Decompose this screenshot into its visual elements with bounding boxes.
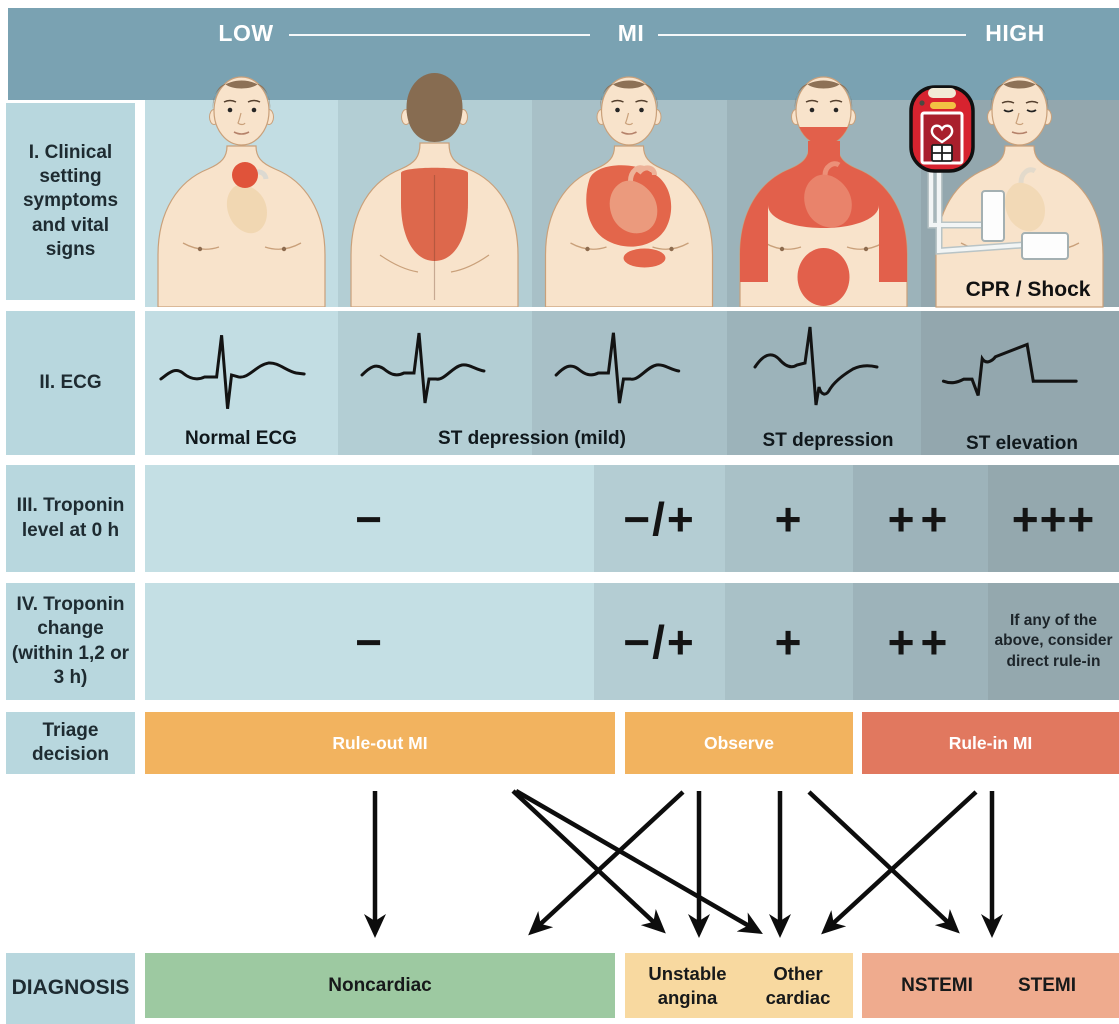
- arrow-rulein-othercardiac: [821, 790, 978, 935]
- patient-figure-back-pain: [350, 73, 519, 307]
- troponin-change-cell-pos: +: [725, 583, 853, 700]
- patient-figure-diffuse-pain: [739, 76, 908, 307]
- diagnosis-label-other-cardiac: Other cardiac: [765, 963, 831, 1008]
- row-label-troponin0: III. Troponin level at 0 h: [6, 465, 135, 572]
- troponin-change-note: If any of the above, consider direct rul…: [988, 583, 1119, 700]
- diagnosis-label-unstable-angina: Unstable angina: [648, 963, 727, 1008]
- ecg-caption-st-depression: ST depression: [762, 430, 894, 451]
- troponin-change-cell-negpos: −/+: [594, 583, 725, 700]
- triage-box-ruleout: Rule-out MI: [145, 712, 615, 774]
- ecg-trace-normal: [159, 335, 306, 409]
- diagnosis-box-nstemi-stemi: NSTEMI STEMI: [862, 953, 1119, 1018]
- troponin0-cell-negpos: −/+: [594, 465, 725, 572]
- ecg-trace-st-depression: [753, 326, 879, 406]
- troponin0-cell-pospospos: +++: [988, 465, 1119, 572]
- row-label-troponin-change: IV. Troponin change (within 1,2 or 3 h): [6, 583, 135, 700]
- patient-figure-mild-symptoms: [157, 76, 326, 307]
- troponin0-cell-pospos: ++: [853, 465, 988, 572]
- ecg-cell-3: [532, 311, 727, 455]
- pain-area-back: [401, 167, 468, 261]
- pain-area-small: [232, 162, 258, 188]
- troponin-change-cell-pospos: ++: [853, 583, 988, 700]
- defib-wires: [927, 159, 1024, 255]
- patient-figure-chest-pain: [544, 76, 714, 307]
- diagnosis-label-stemi: STEMI: [1017, 974, 1077, 996]
- defib-pad-lower: [1021, 232, 1069, 260]
- row-label-ecg: II. ECG: [6, 311, 135, 455]
- aed-icon: [909, 85, 975, 173]
- heart-icon: [930, 124, 954, 144]
- heart-icon: [804, 161, 852, 228]
- row-label-clinical: I. Clinical setting symptoms and vital s…: [6, 103, 135, 300]
- diagnosis-label-nstemi: NSTEMI: [901, 974, 973, 996]
- ecg-caption-st-elevation: ST elevation: [966, 433, 1078, 454]
- arrow-ruleout-othercardiac: [514, 789, 763, 935]
- defib-pad-upper: [981, 190, 1005, 242]
- ecg-trace-st-depression-mild-b: [554, 332, 681, 404]
- risk-label-low: LOW: [218, 20, 274, 46]
- diagnosis-box-noncardiac: Noncardiac: [145, 953, 615, 1018]
- ecg-cell-2: [338, 311, 532, 455]
- hair: [212, 80, 271, 109]
- arrow-observe-nstemi: [807, 790, 960, 934]
- row-label-triage: Triage decision: [6, 712, 135, 774]
- troponin-change-cell-neg: −: [145, 583, 594, 700]
- header-line-right: [658, 34, 966, 36]
- triage-box-rulein: Rule-in MI: [862, 712, 1119, 774]
- troponin0-cell-neg: −: [145, 465, 594, 572]
- risk-label-mi: MI: [617, 20, 645, 46]
- ecg-caption-st-depression-mild: ST depression (mild): [438, 428, 626, 449]
- faint-heart-icon: [1005, 167, 1045, 232]
- ecg-trace-st-elevation: [941, 342, 1078, 397]
- risk-header-band: [8, 8, 1119, 100]
- heart-icon: [609, 165, 658, 234]
- cpr-shock-label: CPR / Shock: [965, 278, 1091, 301]
- ecg-cell-4: [727, 311, 921, 455]
- risk-label-high: HIGH: [985, 20, 1045, 46]
- closed-eyes: [1003, 109, 1037, 113]
- patient-figure-arrest: [927, 76, 1104, 308]
- ecg-caption-normal: Normal ECG: [185, 428, 297, 449]
- ecg-trace-st-depression-mild-a: [360, 332, 486, 404]
- header-line-left: [289, 34, 590, 36]
- pain-area-epigastric: [623, 248, 666, 268]
- troponin0-cell-pos: +: [725, 465, 853, 572]
- arrow-observe-noncardiac: [528, 790, 685, 936]
- diagnosis-box-unstable-other: Unstable angina Other cardiac: [625, 953, 853, 1018]
- arrow-ruleout-unstable: [511, 789, 666, 934]
- triage-box-observe: Observe: [625, 712, 853, 774]
- grid-icon: [931, 144, 953, 162]
- ecg-cell-1: [145, 311, 338, 455]
- row-label-diagnosis: DIAGNOSIS: [6, 953, 135, 1024]
